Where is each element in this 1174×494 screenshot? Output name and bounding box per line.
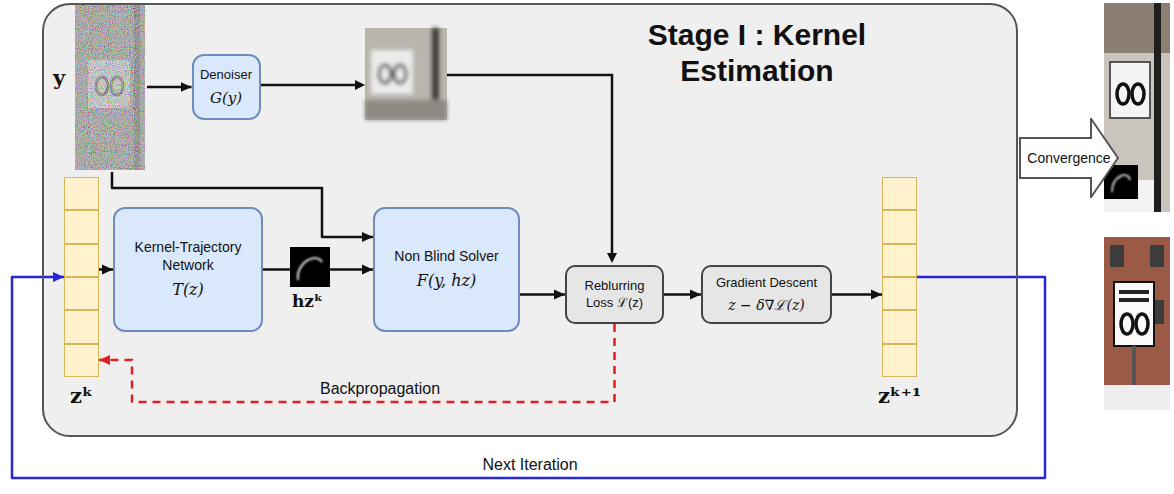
vector-cell [882,310,917,343]
vector-cell [882,244,917,277]
vector-cell [882,277,917,310]
box-title: Kernel-Trajectory Network [123,239,253,274]
box-title: Non Blind Solver [394,248,498,266]
vector-label: zᵏ [70,383,93,408]
arrowhead [355,80,365,90]
vector-cell [64,344,99,377]
arrow-text: Convergence [1027,150,1110,166]
ground-truth-image [1104,237,1170,410]
latent-vector: zᵏ⁺¹ [882,177,917,377]
vector-cell [64,177,99,210]
panel-title: Stage I : Kernel Estimation [622,17,892,89]
input-image: y [77,7,147,172]
box-title: Gradient Descent [716,275,817,291]
vector-cell [64,277,99,310]
edge-label: Backpropagation [316,380,444,398]
connector [99,268,113,271]
box-formula: F(y, hz) [417,271,476,291]
solver-box: Non Blind SolverF(y, hz) [373,207,520,332]
convergence-arrow: Convergence [1019,118,1119,198]
vector-cell [64,310,99,343]
kernel-label: hzᵏ [292,291,323,311]
loss-box: Reblurring Loss ℒ(z) [565,265,664,324]
connector [832,293,882,296]
denoised-image [365,28,447,120]
connector [520,293,565,296]
box-formula: z − δ∇ℒ(z) [728,297,805,315]
image-label: y [53,65,65,90]
denoiser-box: DenoiserG(y) [192,54,261,120]
box-formula: T(z) [172,280,204,300]
vector-cell [64,244,99,277]
box-title: Reblurring Loss ℒ(z) [576,278,654,311]
vector-label: zᵏ⁺¹ [878,383,921,408]
gradient-box: Gradient Descent z − δ∇ℒ(z) [701,265,832,324]
restored-image [1104,3,1170,212]
vector-cell [882,344,917,377]
vector-cell [882,177,917,210]
vector-cell [882,210,917,243]
arrow-shape [1020,119,1118,197]
panel-fill [43,4,1017,436]
arrowhead [607,253,617,263]
noisy-image [75,5,145,170]
connector [99,324,615,402]
latent-vector: zᵏ [64,177,99,377]
network-box: Kernel-Trajectory NetworkT(z) [113,207,263,332]
box-formula: G(y) [210,89,242,108]
connector [664,293,701,296]
edge-label: Next Iteration [478,456,581,474]
vector-cell [64,210,99,243]
box-title: Denoiser [200,67,252,83]
connector [147,86,192,89]
stage-panel: Stage I : Kernel Estimation y DenoiserG(y)… [42,3,1018,437]
kernel-image [290,247,330,287]
